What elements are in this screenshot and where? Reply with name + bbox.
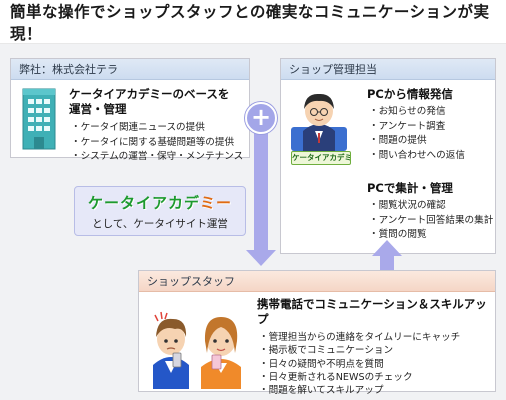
list-item: 日々更新されるNEWSのチェック [259, 371, 495, 384]
down-arrow-shaft [254, 116, 268, 254]
manager-badge: ケータイアカデミー [291, 151, 351, 165]
list-item: 問題の提供 [369, 134, 465, 149]
keitai-academy-logo: ケータイアカデミー [88, 192, 232, 213]
manager-header: ショップ管理担当 [281, 59, 495, 80]
manager-section1-list: お知らせの発信 アンケート調査 問題の提供 問い合わせへの返信 [369, 105, 465, 163]
logo-accent: ミー [200, 193, 233, 212]
down-arrow-icon [246, 250, 276, 266]
list-item: 管理担当からの連絡をタイムリーにキャッチ [259, 331, 495, 344]
building-icon [22, 88, 56, 150]
logo-subtitle: として、ケータイサイト運営 [92, 217, 228, 230]
company-heading-line1: ケータイアカデミーのベースを [69, 87, 230, 101]
list-item: アンケート調査 [369, 120, 465, 135]
staff-heading: 携帯電話でコミュニケーション＆スキルアップ [257, 297, 487, 326]
list-item: システムの運営・保守・メンテナンス [71, 150, 244, 165]
up-arrow-icon [372, 240, 402, 256]
manager-section2-list: 閲覧状況の確認 アンケート回答結果の集計 質問の閲覧 [369, 199, 494, 243]
company-heading-line2: 運営・管理 [69, 102, 127, 116]
list-item: 問い合わせへの返信 [369, 149, 465, 164]
list-item: ケータイ関連ニュースの提供 [71, 121, 243, 136]
manager-box: ショップ管理担当 ケータイアカデミー PCから情報発信 お知らせの発信 アンケー… [280, 58, 496, 254]
logo-main: ケータイアカデ [87, 193, 200, 212]
staff-list: 管理担当からの連絡をタイムリーにキャッチ 掲示板でコミュニケーション 日々の疑問… [259, 331, 495, 397]
list-item: 掲示板でコミュニケーション [259, 344, 495, 357]
staff-people-icon [153, 311, 241, 389]
list-item: 質問の閲覧 [369, 228, 493, 243]
list-item: 閲覧状況の確認 [369, 199, 493, 214]
manager-person-icon [291, 93, 347, 151]
up-arrow-shaft [380, 256, 394, 272]
company-box: 弊社：株式会社テラ ケータイアカデミーのベースを 運営・管理 ケータイ関連ニュー… [10, 58, 250, 162]
manager-section-aggregate: PCで集計・管理 閲覧状況の確認 アンケート回答結果の集計 質問の閲覧 [367, 181, 493, 243]
list-item: ケータイに関する基礎問題等の提供 [71, 136, 243, 151]
boy-figure [153, 311, 189, 389]
company-header: 弊社：株式会社テラ [11, 59, 249, 80]
staff-header: ショップスタッフ [139, 271, 495, 292]
plus-icon: + [245, 102, 277, 134]
manager-section-broadcast: PCから情報発信 お知らせの発信 アンケート調査 問題の提供 問い合わせへの返信 [367, 87, 465, 163]
manager-section1-heading: PCから情報発信 [367, 87, 453, 101]
list-item: アンケート回答結果の集計 [369, 214, 494, 229]
staff-box: ショップスタッフ 携帯電話でコミュニケーション＆スキルアップ 管理担当からの連絡… [138, 270, 496, 396]
staff-text: 携帯電話でコミュニケーション＆スキルアップ 管理担当からの連絡をタイムリーにキャ… [257, 297, 495, 397]
company-text: ケータイアカデミーのベースを 運営・管理 ケータイ関連ニュースの提供 ケータイに… [69, 87, 243, 165]
manager-section2-heading: PCで集計・管理 [367, 181, 453, 195]
list-item: 日々の疑問や不明点を質問 [259, 358, 495, 371]
girl-figure [201, 317, 241, 389]
company-list: ケータイ関連ニュースの提供 ケータイに関する基礎問題等の提供 システムの運営・保… [71, 121, 244, 165]
logo-card: ケータイアカデミー として、ケータイサイト運営 [74, 186, 246, 236]
title-bar: 簡単な操作でショップスタッフとの確実なコミュニケーションが実現！ [0, 0, 506, 44]
list-item: お知らせの発信 [369, 105, 465, 120]
page-title: 簡単な操作でショップスタッフとの確実なコミュニケーションが実現！ [10, 2, 490, 43]
list-item: 問題を解いてスキルアップ [259, 384, 495, 397]
